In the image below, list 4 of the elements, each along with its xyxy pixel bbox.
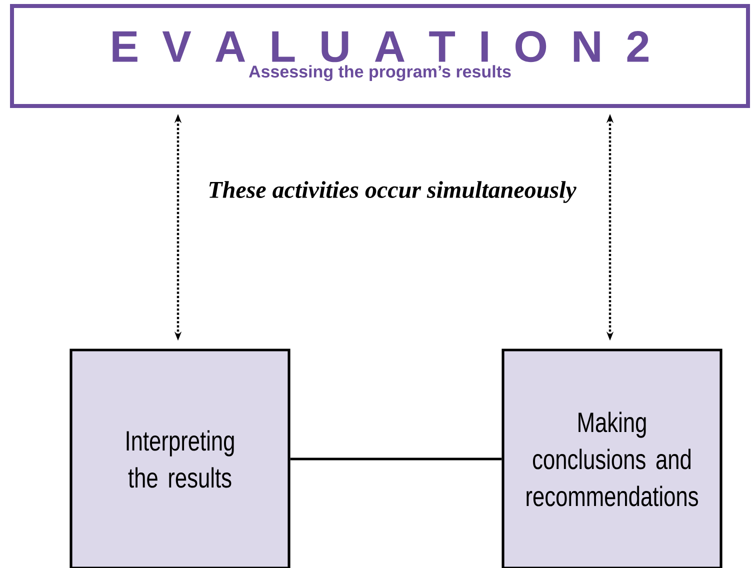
process-box: Making conclusions and recommendations — [502, 348, 722, 568]
process-box: Interpreting the results — [70, 348, 290, 568]
note-text: These activities occur simultaneously — [204, 178, 580, 206]
title-box: E V A L U A T I O N 2 Assessing the program’s results — [10, 4, 750, 108]
